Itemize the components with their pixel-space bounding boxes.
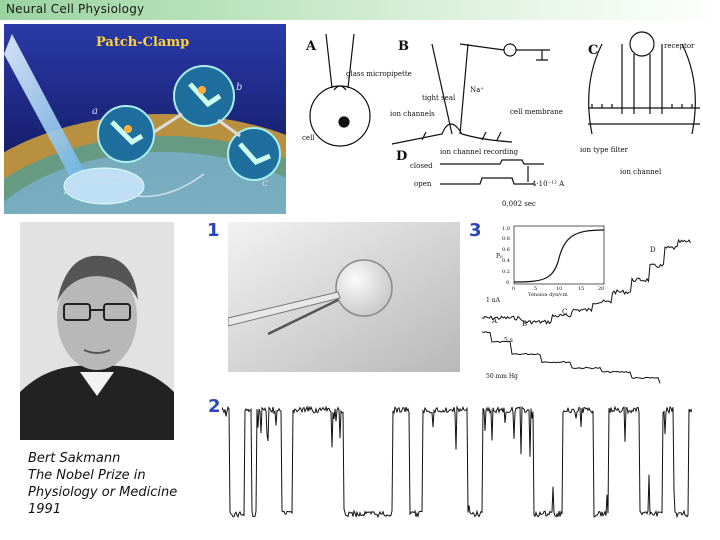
label-glass-micropipette: glass micropipette	[346, 70, 412, 78]
inset-y-label: P₀	[496, 253, 503, 260]
inset-x-tick-1: 5	[534, 286, 537, 292]
schem-letter-d: D	[396, 149, 407, 164]
label-current-scale: 4·10⁻¹² A	[532, 180, 565, 188]
patch-label-c: c	[262, 178, 268, 189]
label-ion-type-filter: ion type filter	[580, 146, 629, 154]
schem-letter-a: A	[305, 39, 317, 54]
inset-y-tick-2: 0.4	[502, 258, 510, 264]
trace-pressure-label: 50 mm Hg	[486, 373, 518, 380]
figure-number-2: 2	[208, 396, 221, 417]
inset-x-tick-0: 0	[512, 286, 515, 292]
inset-x-tick-2: 10	[556, 286, 562, 292]
schem-letter-c: C	[588, 43, 598, 58]
stretch-current-trace	[482, 238, 691, 325]
label-ion-channels: ion channels	[390, 110, 435, 118]
inset-open-probability-plot: P₀ Tension dyn/cm 0 5 10 15 20 0 0.2 0.4…	[496, 225, 605, 298]
inset-y-tick-1: 0.2	[502, 269, 510, 275]
caption-prize: The Nobel Prize in	[28, 468, 146, 483]
cell-micrograph	[228, 222, 460, 372]
single-channel-recording	[222, 396, 692, 526]
inset-x-tick-4: 20	[598, 286, 604, 292]
caption-name: Bert Sakmann	[28, 451, 121, 466]
caption-field: Physiology or Medicine	[28, 485, 178, 500]
trace-label-c: C	[562, 308, 567, 316]
photo-caption: Bert Sakmann The Nobel Prize in Physiolo…	[28, 450, 208, 518]
caption-year: 1991	[28, 502, 62, 517]
schem-letter-b: B	[398, 39, 409, 54]
trace-scale-current: 1 nA	[486, 297, 501, 304]
label-open: open	[414, 180, 432, 188]
label-na-ion: Na⁺	[470, 86, 484, 94]
label-cell: cell	[302, 134, 315, 142]
inset-x-label: Tension dyn/cm	[528, 292, 568, 298]
figure-number-3: 3	[469, 220, 482, 241]
patch-label-a: a	[92, 106, 98, 117]
slide-title: Neural Cell Physiology	[6, 2, 145, 16]
inset-y-tick-5: 1.0	[502, 226, 510, 232]
inset-y-tick-0: 0	[506, 280, 509, 286]
inset-y-tick-3: 0.6	[502, 247, 510, 253]
label-ion-channel: ion channel	[620, 168, 662, 176]
patch-clamp-illustration: Patch-Clamp a b c	[4, 24, 286, 214]
patch-schematic-diagram: A B C D glass micropipette cell tight se…	[292, 24, 720, 214]
stretch-activated-channel-traces: P₀ Tension dyn/cm 0 5 10 15 20 0 0.2 0.4…	[482, 222, 692, 388]
trace-scale-time: 5 s	[504, 337, 513, 344]
label-closed: closed	[410, 162, 433, 170]
trace-label-a: A	[491, 317, 498, 325]
label-time-scale: 0,002 sec	[502, 200, 536, 208]
portrait-photo	[20, 222, 174, 440]
inset-y-tick-4: 0.8	[502, 236, 510, 242]
figure-number-1: 1	[207, 220, 220, 241]
patch-clamp-title: Patch-Clamp	[96, 35, 189, 50]
trace-label-d: D	[650, 246, 656, 254]
label-ion-channel-recording: ion channel recording	[440, 148, 519, 156]
patch-label-b: b	[236, 82, 242, 93]
label-tight-seal: tight seal	[422, 94, 456, 102]
slide-title-bar: Neural Cell Physiology	[0, 0, 720, 20]
label-receptor: receptor	[664, 42, 695, 50]
label-cell-membrane: cell membrane	[510, 108, 563, 116]
inset-x-tick-3: 15	[578, 286, 584, 292]
trace-label-b: B	[522, 320, 527, 328]
pressure-step-trace	[482, 331, 661, 384]
